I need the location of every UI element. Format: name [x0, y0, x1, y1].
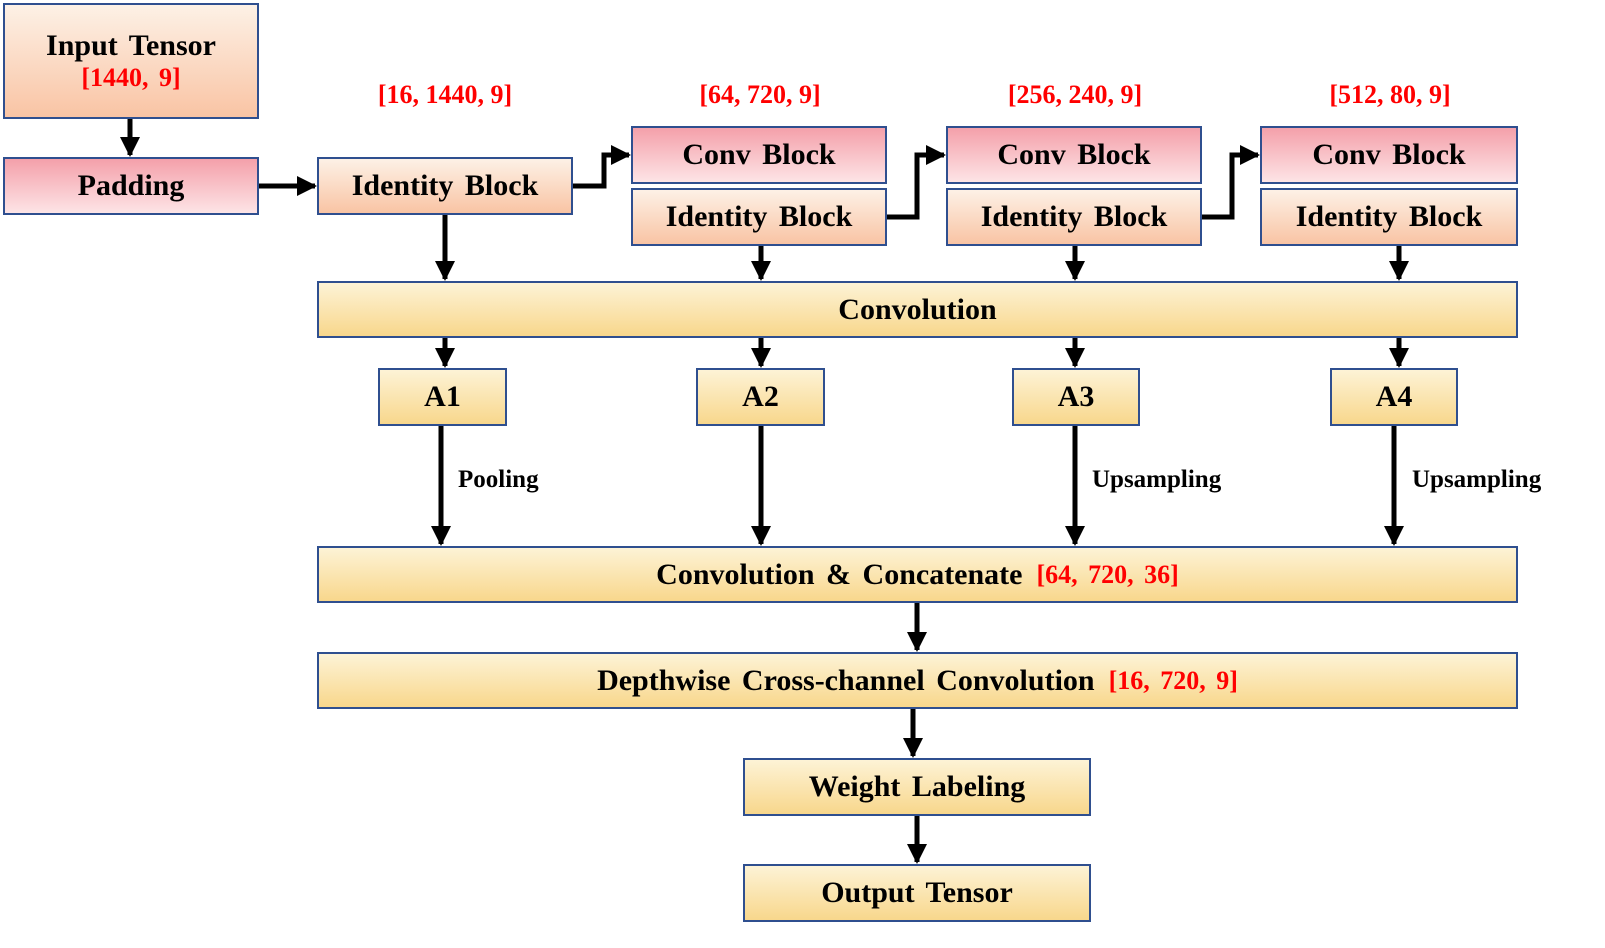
stage-2-conv-label: Conv Block	[682, 138, 836, 171]
output-tensor-box: Output Tensor	[743, 864, 1091, 922]
convolution-label: Convolution	[838, 292, 997, 326]
stage-4-shape: [512, 80, 9]	[1329, 80, 1451, 109]
stage-1-identity-label: Identity Block	[351, 169, 539, 202]
input-tensor-shape: [1440, 9]	[81, 63, 181, 93]
branch-a1-label: A1	[424, 380, 461, 413]
stage-1-identity-block: Identity Block	[317, 157, 573, 215]
output-tensor-label: Output Tensor	[821, 876, 1013, 909]
branch-a1-box: A1	[378, 368, 507, 426]
branch-a2-label: A2	[742, 380, 779, 413]
depthwise-shape: [16, 720, 9]	[1108, 665, 1238, 695]
stage-2-identity-label: Identity Block	[665, 200, 853, 233]
stage-2-identity-block: Identity Block	[631, 188, 887, 246]
input-tensor-title: Input Tensor	[46, 28, 216, 62]
branch-a3-op-label: Upsampling	[1092, 466, 1222, 493]
stage-4-conv-label: Conv Block	[1312, 138, 1466, 171]
branch-a4-op-label: Upsampling	[1412, 466, 1542, 493]
convolution-box: Convolution	[317, 281, 1518, 338]
depthwise-box: Depthwise Cross-channel Convolution [16,…	[317, 652, 1518, 709]
weight-labeling-box: Weight Labeling	[743, 758, 1091, 816]
stage-3-identity-block: Identity Block	[946, 188, 1202, 246]
stage-4-identity-label: Identity Block	[1295, 200, 1483, 233]
branch-a1-op-label: Pooling	[458, 466, 539, 493]
branch-a3-label: A3	[1057, 380, 1095, 413]
arrow-stage1-to-stage2	[573, 145, 631, 189]
stage-4-conv-block: Conv Block	[1260, 126, 1518, 184]
concat-shape: [64, 720, 36]	[1036, 559, 1179, 589]
stage-2-shape: [64, 720, 9]	[699, 80, 821, 109]
concat-label: Convolution & Concatenate	[656, 557, 1023, 591]
arrow-stage3-to-stage4	[1202, 145, 1260, 220]
padding-label: Padding	[77, 169, 185, 202]
stage-3-identity-label: Identity Block	[980, 200, 1168, 233]
stage-3-shape: [256, 240, 9]	[1007, 80, 1143, 109]
weight-labeling-label: Weight Labeling	[808, 770, 1026, 803]
branch-a3-box: A3	[1012, 368, 1140, 426]
branch-a4-box: A4	[1330, 368, 1458, 426]
depthwise-label: Depthwise Cross-channel Convolution	[597, 663, 1095, 697]
stage-3-conv-block: Conv Block	[946, 126, 1202, 184]
padding-box: Padding	[3, 157, 259, 215]
stage-4-identity-block: Identity Block	[1260, 188, 1518, 246]
stage-2-conv-block: Conv Block	[631, 126, 887, 184]
branch-a4-label: A4	[1375, 380, 1413, 413]
concat-box: Convolution & Concatenate [64, 720, 36]	[317, 546, 1518, 603]
branch-a2-box: A2	[696, 368, 825, 426]
stage-3-conv-label: Conv Block	[997, 138, 1151, 171]
stage-1-shape: [16, 1440, 9]	[377, 80, 513, 109]
input-tensor-box: Input Tensor [1440, 9]	[3, 3, 259, 119]
arrow-stage2-to-stage3	[887, 145, 946, 220]
